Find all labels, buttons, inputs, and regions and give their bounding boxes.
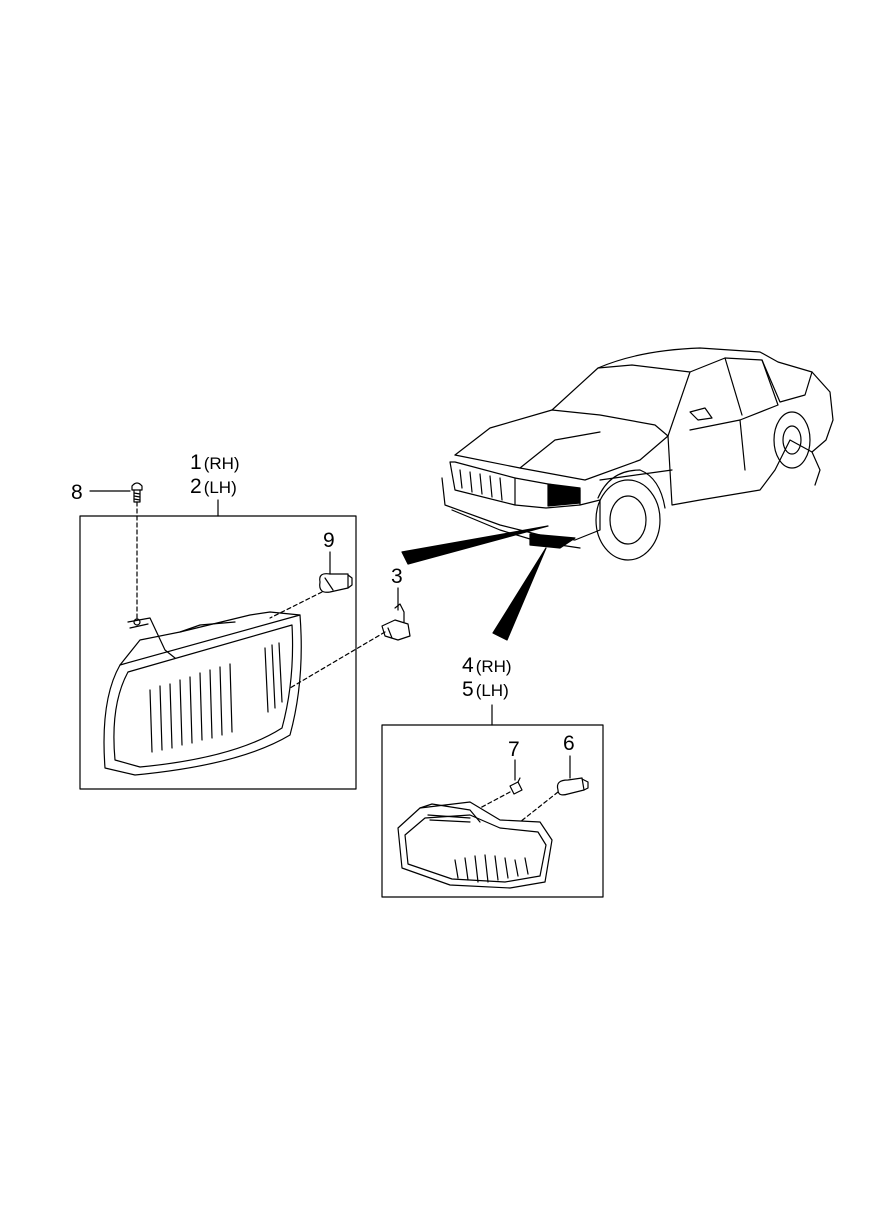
callout-3: 3 <box>391 566 403 587</box>
callout-side: (LH) <box>475 681 509 700</box>
callout-number: 8 <box>71 481 83 504</box>
pointer-to-fog-lamp <box>492 547 547 641</box>
callout-number: 7 <box>508 738 520 761</box>
callout-6: 6 <box>563 733 575 754</box>
callout-number: 9 <box>323 529 335 552</box>
callout-5: 5 (LH) <box>462 679 509 700</box>
callout-side: (LH) <box>203 478 237 497</box>
callout-side: (RH) <box>475 657 512 676</box>
callout-number: 2 <box>190 475 202 498</box>
callout-number: 4 <box>462 654 474 677</box>
car-illustration <box>441 347 834 561</box>
fog-lamp-part-4-5 <box>397 801 553 889</box>
callout-number: 3 <box>391 565 403 588</box>
socket-part-3 <box>381 603 411 641</box>
bulb-part-7 <box>509 777 523 795</box>
corner-lamp-part-1-2 <box>103 611 302 776</box>
bulb-part-6 <box>556 777 589 796</box>
callout-2: 2 (LH) <box>190 476 237 497</box>
callout-9: 9 <box>323 530 335 551</box>
callout-4: 4 (RH) <box>462 655 512 676</box>
callout-side: (RH) <box>203 454 240 473</box>
callout-number: 5 <box>462 678 474 701</box>
callout-7: 7 <box>508 739 520 760</box>
pointer-to-corner-lamp <box>401 525 549 565</box>
screw-part-8 <box>131 482 143 503</box>
corner-lamp-box <box>79 515 357 790</box>
callout-number: 6 <box>563 732 575 755</box>
callout-1: 1 (RH) <box>190 452 240 473</box>
callout-8: 8 <box>71 482 83 503</box>
callout-number: 1 <box>190 451 202 474</box>
bulb-part-9 <box>319 573 353 593</box>
